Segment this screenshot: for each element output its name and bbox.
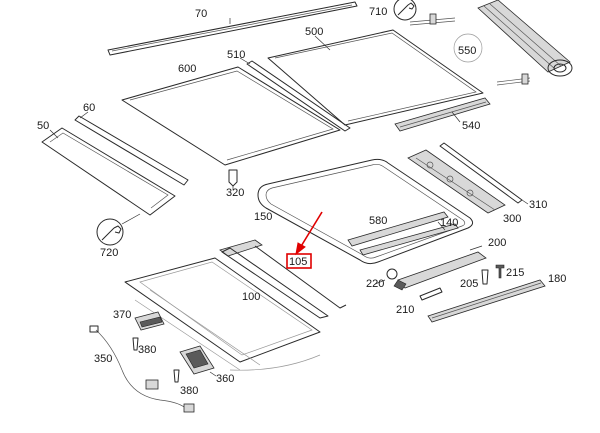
label-540: 540	[462, 120, 480, 132]
part-220-clip	[374, 268, 398, 285]
part-210-link	[419, 287, 443, 301]
label-220: 220	[366, 278, 384, 290]
label-200: 200	[488, 237, 506, 249]
label-60: 60	[83, 102, 95, 114]
part-50-front-glass	[41, 127, 176, 216]
label-720: 720	[100, 247, 118, 259]
part-150-frame-seal	[257, 158, 474, 265]
label-320: 320	[226, 187, 244, 199]
label-50: 50	[37, 120, 49, 132]
part-600-rear-glass	[121, 66, 341, 166]
highlight-105	[286, 211, 323, 269]
part-labels: 70 710 500 510 600 550 60 50 540 320 150…	[37, 6, 566, 397]
label-140: 140	[440, 217, 458, 229]
part-310-strip	[439, 142, 529, 205]
label-180: 180	[548, 273, 566, 285]
part-60-strip	[74, 111, 189, 186]
label-350: 350	[94, 353, 112, 365]
label-580: 580	[369, 215, 387, 227]
part-550-roller-blind	[409, 0, 573, 86]
label-500: 500	[305, 26, 323, 38]
label-510: 510	[227, 49, 245, 61]
part-350-cable	[89, 325, 195, 413]
part-500-glass-panel	[267, 29, 484, 126]
label-300: 300	[503, 213, 521, 225]
part-320-clip	[228, 169, 238, 190]
label-380a: 380	[138, 344, 156, 356]
label-360: 360	[216, 373, 234, 385]
part-215-bolt	[495, 264, 505, 279]
part-180-rail	[427, 279, 546, 323]
part-205-screw	[481, 269, 489, 285]
label-600: 600	[178, 63, 196, 75]
label-105: 105	[289, 256, 307, 268]
label-710: 710	[369, 6, 387, 18]
part-300-bracket	[407, 149, 506, 214]
label-100: 100	[242, 291, 260, 303]
label-210: 210	[396, 304, 414, 316]
part-380a-screw	[132, 337, 139, 351]
label-70: 70	[195, 8, 207, 20]
wrench-icon-720	[96, 213, 141, 246]
label-380b: 380	[180, 385, 198, 397]
label-370: 370	[113, 309, 131, 321]
label-550: 550	[458, 45, 476, 57]
part-580-rail	[347, 211, 459, 256]
part-360-motor	[179, 345, 217, 377]
part-510-seal	[239, 57, 351, 132]
label-310: 310	[529, 199, 547, 211]
label-215: 215	[506, 267, 524, 279]
part-380b-screw	[173, 369, 180, 383]
label-205: 205	[460, 278, 478, 290]
part-200-guide	[393, 245, 487, 291]
part-100-roof-frame	[124, 239, 347, 371]
part-540-side-rail	[394, 97, 491, 132]
label-150: 150	[254, 211, 272, 223]
wrench-icon-710	[393, 0, 417, 21]
part-370-motor	[134, 311, 165, 331]
part-70-deflector	[107, 1, 358, 56]
